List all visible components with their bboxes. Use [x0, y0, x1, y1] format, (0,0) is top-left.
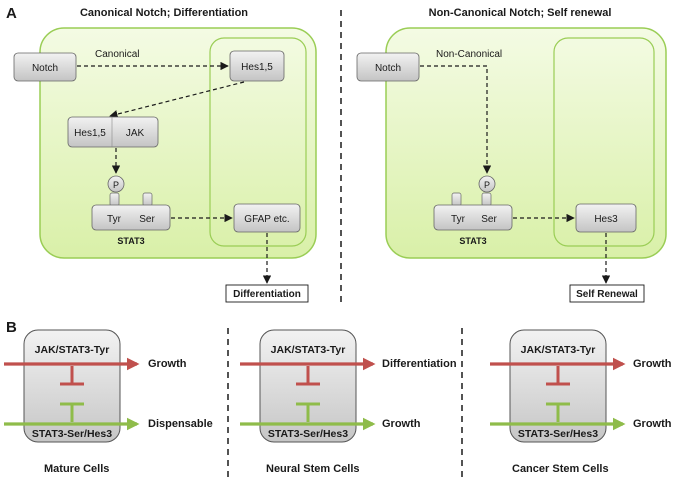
right-stat3-label: STAT3	[459, 236, 486, 246]
cell-cancer-stem: JAK/STAT3-Tyr STAT3-Ser/Hes3	[490, 329, 626, 443]
left-phospho-circle	[107, 175, 125, 193]
svg-text:Notch: Notch	[375, 63, 401, 74]
right-notch-box: Notch	[356, 52, 420, 82]
left-nucleus	[209, 37, 307, 247]
cell-2-caption: Neural Stem Cells	[266, 463, 360, 475]
cell-neural-stem: JAK/STAT3-Tyr STAT3-Ser/Hes3	[240, 329, 376, 443]
cell-1-top-label: JAK/STAT3-Tyr	[35, 344, 110, 356]
svg-text:GFAP etc.: GFAP etc.	[244, 214, 289, 225]
cell-1-bottom-label: STAT3-Ser/Hes3	[32, 428, 112, 440]
svg-text:Notch: Notch	[32, 63, 58, 74]
self-renewal-box: Self Renewal	[569, 284, 645, 303]
right-nucleus	[553, 37, 655, 247]
cell-3-bottom-label: STAT3-Ser/Hes3	[518, 428, 598, 440]
right-stat3: P Tyr Ser STAT3	[433, 175, 513, 246]
cell-3-caption: Cancer Stem Cells	[512, 463, 609, 475]
svg-text:Hes1,5: Hes1,5	[241, 62, 273, 73]
right-p-label: P	[484, 180, 490, 190]
hes-to-jak-arrow	[109, 81, 245, 119]
hes3-box: Hes3	[575, 203, 637, 233]
noncanonical-label: Non-Canonical	[436, 49, 502, 60]
panel-a-left-title: Canonical Notch; Differentiation	[80, 7, 248, 19]
cell-3-bottom-outcome: Growth	[633, 418, 672, 430]
cell-2-bottom-label: STAT3-Ser/Hes3	[268, 428, 348, 440]
svg-text:Differentiation: Differentiation	[233, 289, 301, 300]
left-cell	[39, 27, 317, 259]
hes-complex-label: Hes1,5	[74, 128, 106, 139]
cell-3-top-outcome: Growth	[633, 358, 672, 370]
cell-1-top-outcome: Growth	[148, 358, 187, 370]
canonical-label: Canonical	[95, 49, 139, 60]
notch-to-p-arrow	[420, 65, 492, 174]
hes-jak-complex: Hes1,5 JAK	[67, 116, 159, 148]
right-ser-label: Ser	[481, 214, 497, 225]
cell-1-caption: Mature Cells	[44, 463, 109, 475]
left-ser-label: Ser	[139, 214, 155, 225]
cell-3-top-label: JAK/STAT3-Tyr	[521, 344, 596, 356]
jak-label: JAK	[126, 128, 145, 139]
left-stat3-label: STAT3	[117, 236, 144, 246]
panel-b-letter: B	[6, 319, 17, 336]
gfap-box: GFAP etc.	[233, 203, 301, 233]
svg-text:Hes3: Hes3	[594, 214, 618, 225]
cell-1-bottom-outcome: Dispensable	[148, 418, 213, 430]
cell-mature: JAK/STAT3-Tyr STAT3-Ser/Hes3	[4, 329, 140, 443]
cell-2-bottom-outcome: Growth	[382, 418, 421, 430]
svg-text:Self Renewal: Self Renewal	[576, 289, 638, 300]
cell-2-top-outcome: Differentiation	[382, 358, 457, 370]
right-tyr-label: Tyr	[451, 214, 466, 225]
cell-2-top-label: JAK/STAT3-Tyr	[271, 344, 346, 356]
left-tyr-label: Tyr	[107, 214, 122, 225]
left-hes-nucleus-box: Hes1,5	[229, 50, 285, 82]
panel-a-right-title: Non-Canonical Notch; Self renewal	[429, 7, 612, 19]
panel-a-letter: A	[6, 5, 17, 22]
differentiation-box: Differentiation	[225, 284, 309, 303]
left-p-label: P	[113, 180, 119, 190]
left-notch-box: Notch	[13, 52, 77, 82]
left-stat3: P Tyr Ser STAT3	[91, 175, 171, 246]
right-phospho-circle	[478, 175, 496, 193]
